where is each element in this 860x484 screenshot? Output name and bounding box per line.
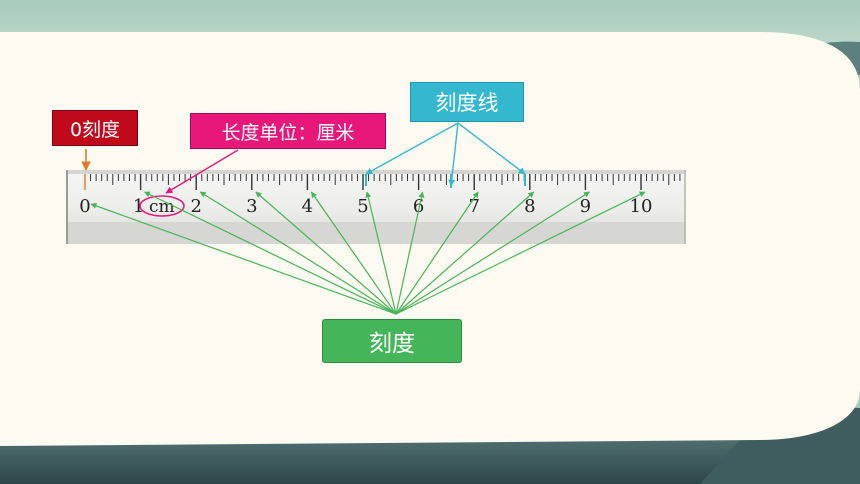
scale-label: 刻度 (322, 319, 462, 363)
scale-arrow (255, 191, 397, 315)
unit-highlight-ellipse (139, 195, 185, 217)
tick-line-label: 刻度线 (410, 82, 524, 122)
scale-arrow (199, 191, 397, 315)
tick-line-arrow (448, 122, 459, 187)
ruler-number: 9 (580, 196, 591, 217)
ruler: 0 1 2 3 4 5 6 7 8 9 10 cm (66, 170, 686, 244)
ruler-top-edge (66, 170, 686, 174)
scale-arrow (90, 203, 397, 315)
ruler-number: 5 (357, 196, 368, 217)
ruler-number: 6 (413, 196, 424, 217)
tick-line-arrow (457, 122, 526, 175)
ruler-number: 0 (79, 196, 90, 217)
ruler-number: 1 (133, 196, 144, 217)
ruler-number: 8 (524, 196, 535, 217)
ruler-number: 7 (468, 196, 479, 217)
unit-arrow (165, 149, 239, 194)
tick-line-arrows (365, 122, 526, 188)
scale-arrow (395, 191, 425, 315)
scale-arrow (144, 191, 397, 315)
scale-arrow (395, 191, 590, 315)
tick-line-arrow (365, 122, 459, 175)
unit-label: 长度单位：厘米 (190, 113, 386, 149)
scale-arrow (395, 191, 479, 315)
ruler-unit-text: cm (149, 197, 175, 217)
scale-arrow (365, 191, 397, 315)
ruler-number: 3 (246, 196, 257, 217)
ruler-ticks (84, 174, 681, 190)
ruler-numbers: 0 1 2 3 4 5 6 7 8 9 10 (79, 196, 652, 217)
scale-arrow (310, 191, 397, 315)
ruler-bottom-strip (66, 222, 686, 244)
scale-arrow (395, 191, 535, 315)
scale-arrow (395, 191, 646, 315)
ruler-number: 4 (302, 196, 313, 217)
ruler-number: 2 (190, 196, 201, 217)
ruler-number: 10 (630, 196, 653, 217)
scale-arrows (90, 191, 646, 315)
zero-mark-label: 0刻度 (52, 110, 138, 146)
